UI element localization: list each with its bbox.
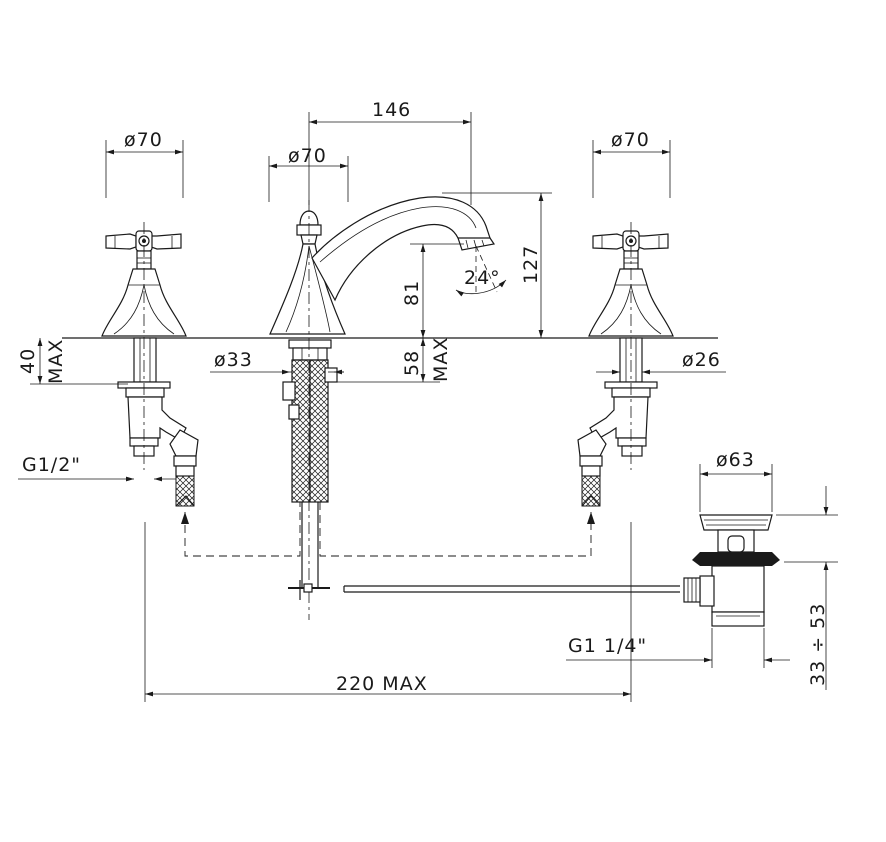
- dim-waste-adjust-range: 33 ÷ 53: [776, 486, 838, 690]
- dim-deck-thickness-center-value: 58: [401, 350, 423, 376]
- dim-waste-diameter: ø63: [699, 449, 773, 512]
- right-valve: [577, 230, 674, 507]
- dim-spout-height: 81: [401, 243, 464, 338]
- dim-right-handle-diameter-label: ø70: [611, 129, 650, 151]
- dim-waste-diameter-label: ø63: [716, 449, 755, 471]
- dim-deck-thickness-center: 58 MAX: [334, 337, 452, 383]
- dim-deck-thickness-left-value: 40: [17, 348, 39, 374]
- dim-total-height: 127: [442, 192, 552, 339]
- dim-spout-base-diameter: ø70: [268, 145, 349, 202]
- dim-left-handle-diameter: ø70: [105, 129, 184, 198]
- dim-left-handle-diameter-label: ø70: [124, 129, 163, 151]
- dim-spout-shank-diameter-label: ø33: [214, 349, 253, 371]
- dim-deck-thickness-left: 40 MAX: [17, 338, 128, 385]
- dim-waste-adjust-range-label: 33 ÷ 53: [807, 603, 829, 686]
- dim-deck-thickness-center-unit: MAX: [430, 337, 452, 382]
- dim-waste-thread-label: G1 1/4": [568, 635, 647, 657]
- dim-total-height-label: 127: [520, 245, 542, 284]
- dim-spout-reach: 146: [308, 99, 472, 205]
- popup-rod: [288, 580, 680, 600]
- dim-waste-thread: G1 1/4": [566, 628, 790, 668]
- dim-deck-thickness-left-unit: MAX: [45, 339, 67, 384]
- dim-spout-angle-label: 24°: [464, 267, 501, 289]
- dim-spout-height-label: 81: [401, 280, 423, 306]
- dim-max-spread: 220 MAX: [144, 522, 632, 702]
- dim-spout-base-diameter-label: ø70: [288, 145, 327, 167]
- dim-spout-angle: 24°: [455, 245, 507, 297]
- dim-spout-reach-label: 146: [372, 99, 411, 121]
- waste-valve: [683, 514, 780, 627]
- hose-routing: [181, 502, 595, 557]
- dim-spout-shank-diameter: ø33: [210, 349, 344, 375]
- left-valve: [101, 230, 199, 507]
- dim-connection-thread-label: G1/2": [22, 454, 81, 476]
- dim-connection-thread: G1/2": [18, 454, 176, 482]
- spout: [269, 196, 496, 588]
- dim-right-handle-diameter: ø70: [592, 129, 671, 198]
- dim-valve-shank-diameter: ø26: [596, 349, 726, 375]
- dim-valve-shank-diameter-label: ø26: [682, 349, 721, 371]
- dim-max-spread-label: 220 MAX: [336, 673, 428, 695]
